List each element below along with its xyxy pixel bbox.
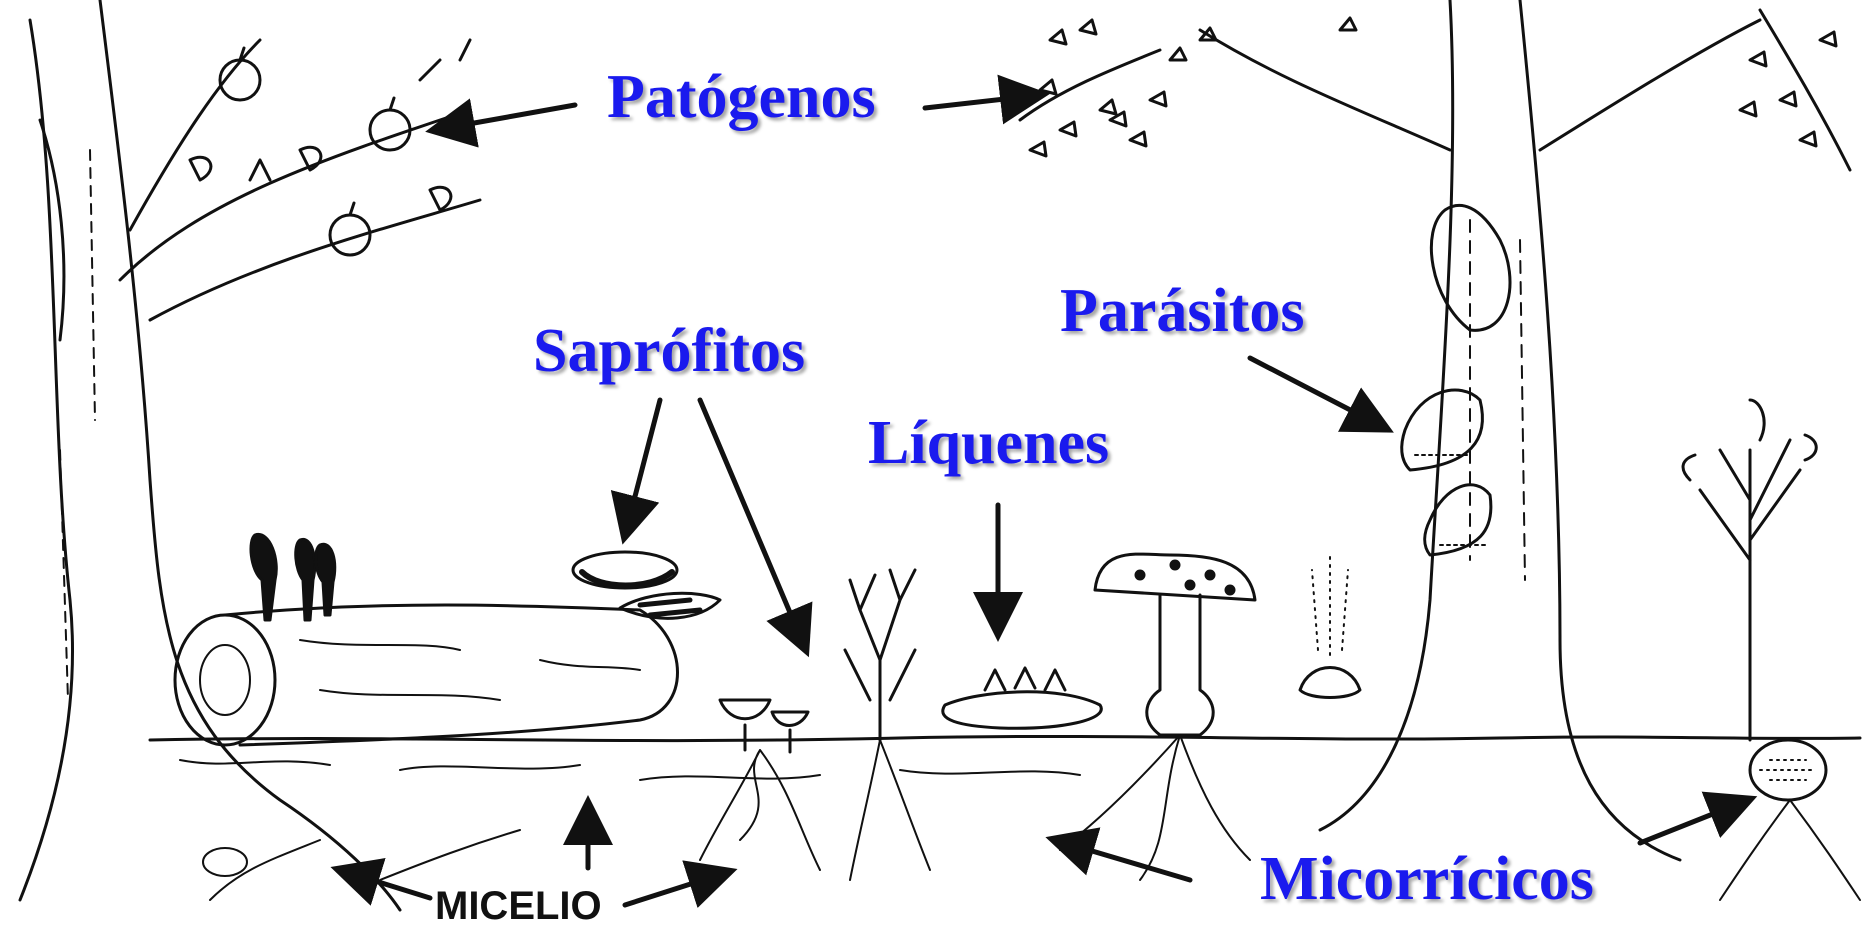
label-patogenos: Patógenos (607, 66, 876, 128)
arrows (340, 95, 1748, 905)
arrow-parasitos (1250, 358, 1385, 428)
coral-fungus (845, 570, 915, 740)
right-tree (1200, 0, 1850, 860)
label-micorricicos: Micorrícicos (1260, 848, 1594, 910)
right-tree-leaves (1740, 32, 1836, 146)
lichen-patch (943, 668, 1101, 728)
ground-texture (180, 760, 1080, 780)
arrow-micelio-left (340, 870, 430, 898)
arrow-micorricicos-left (1055, 840, 1190, 880)
arrow-saprofitos-log (625, 400, 660, 535)
bracket-fungi (1402, 205, 1510, 555)
mycelium-roots (203, 735, 1860, 900)
puffball (1300, 555, 1360, 698)
arrow-patogenos-left (435, 105, 575, 130)
left-tree (20, 0, 480, 910)
label-parasitos: Parásitos (1060, 280, 1305, 342)
arrow-micelio-right (625, 872, 728, 905)
arrow-saprofitos-coral (700, 400, 805, 648)
sapling (1683, 400, 1826, 800)
arrow-micorricicos-right (1640, 800, 1748, 843)
label-liquenes: Líquenes (868, 412, 1109, 474)
label-micelio: MICELIO (435, 886, 602, 926)
cup-fungi (720, 700, 808, 752)
fallen-log (175, 605, 678, 745)
mushroom (1095, 554, 1255, 735)
arrow-patogenos-right (925, 95, 1040, 108)
label-saprofitos: Saprófitos (533, 320, 805, 382)
